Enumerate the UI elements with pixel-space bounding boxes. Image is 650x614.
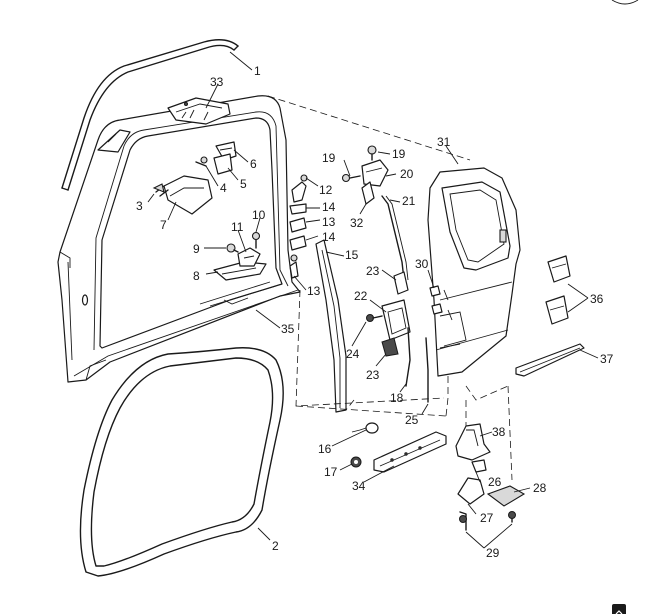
- callout-13-upper: 13: [322, 215, 336, 229]
- callout-31: 31: [437, 135, 451, 149]
- callout-22: 22: [354, 289, 368, 303]
- upper-latch-assembly: [341, 145, 389, 205]
- callout-20: 20: [400, 167, 414, 181]
- pillar-garnish: [315, 239, 347, 413]
- door-hinges: [545, 255, 571, 325]
- door-clip: [429, 285, 443, 315]
- lower-hinge-assembly: [213, 231, 267, 281]
- callout-23-lower: 23: [366, 368, 380, 382]
- lower-molding: [515, 343, 585, 377]
- callout-37: 37: [600, 352, 614, 366]
- sill-strip: [373, 431, 447, 473]
- callout-6: 6: [250, 157, 257, 171]
- callout-13-lower: 13: [307, 284, 321, 298]
- callout-3: 3: [136, 199, 143, 213]
- callout-35: 35: [281, 322, 295, 336]
- callout-12: 12: [319, 183, 333, 197]
- roof-bracket: [167, 97, 231, 125]
- striker-assembly: [455, 423, 526, 531]
- callout-24: 24: [346, 347, 360, 361]
- weatherstrip-roof-rail: [61, 39, 239, 191]
- upper-hinge-assembly: [152, 141, 237, 215]
- callout-14-upper: 14: [322, 200, 336, 214]
- hinge-pillar-parts: [289, 174, 308, 279]
- callout-7: 7: [160, 218, 167, 232]
- arrow-icon[interactable]: [612, 604, 626, 614]
- door-weatherstrip: [79, 347, 284, 577]
- callout-30: 30: [415, 257, 429, 271]
- callout-labels: 1 2 3 4 5 6 7 8 9 10 11 12 13 13 14 14 1…: [136, 64, 614, 560]
- callout-33: 33: [210, 75, 224, 89]
- callout-10: 10: [252, 208, 266, 222]
- latch-rod: [381, 195, 409, 281]
- callout-23-upper: 23: [366, 264, 380, 278]
- door-opening-frame: [57, 95, 301, 383]
- callout-15: 15: [345, 248, 359, 262]
- callout-25: 25: [405, 413, 419, 427]
- callout-16: 16: [318, 442, 332, 456]
- callout-21: 21: [402, 194, 416, 208]
- callout-38: 38: [492, 425, 506, 439]
- callout-5: 5: [240, 177, 247, 191]
- callout-4: 4: [220, 181, 227, 195]
- callout-2: 2: [272, 539, 279, 553]
- callout-26: 26: [488, 475, 502, 489]
- corner-arc: [611, 0, 639, 5]
- leader-lines: [147, 51, 599, 549]
- callout-11: 11: [231, 220, 244, 234]
- callout-14-lower: 14: [322, 230, 336, 244]
- rivet-clips: [350, 422, 379, 468]
- callout-17: 17: [324, 465, 338, 479]
- callout-1: 1: [254, 64, 261, 78]
- lower-latch-assembly: [366, 271, 411, 357]
- callout-34: 34: [352, 479, 366, 493]
- arrow-glyph: [615, 610, 623, 614]
- callout-19-right: 19: [392, 147, 406, 161]
- callout-32: 32: [350, 216, 364, 230]
- callout-9: 9: [193, 242, 200, 256]
- callout-28: 28: [533, 481, 547, 495]
- callout-27: 27: [480, 511, 494, 525]
- callout-18: 18: [390, 391, 404, 405]
- rear-access-door: [427, 167, 521, 377]
- callout-19-left: 19: [322, 151, 336, 165]
- callout-36: 36: [590, 292, 604, 306]
- release-rods: [405, 327, 429, 403]
- callout-29: 29: [486, 546, 500, 560]
- callout-8: 8: [193, 269, 200, 283]
- alignment-lines: [267, 95, 513, 481]
